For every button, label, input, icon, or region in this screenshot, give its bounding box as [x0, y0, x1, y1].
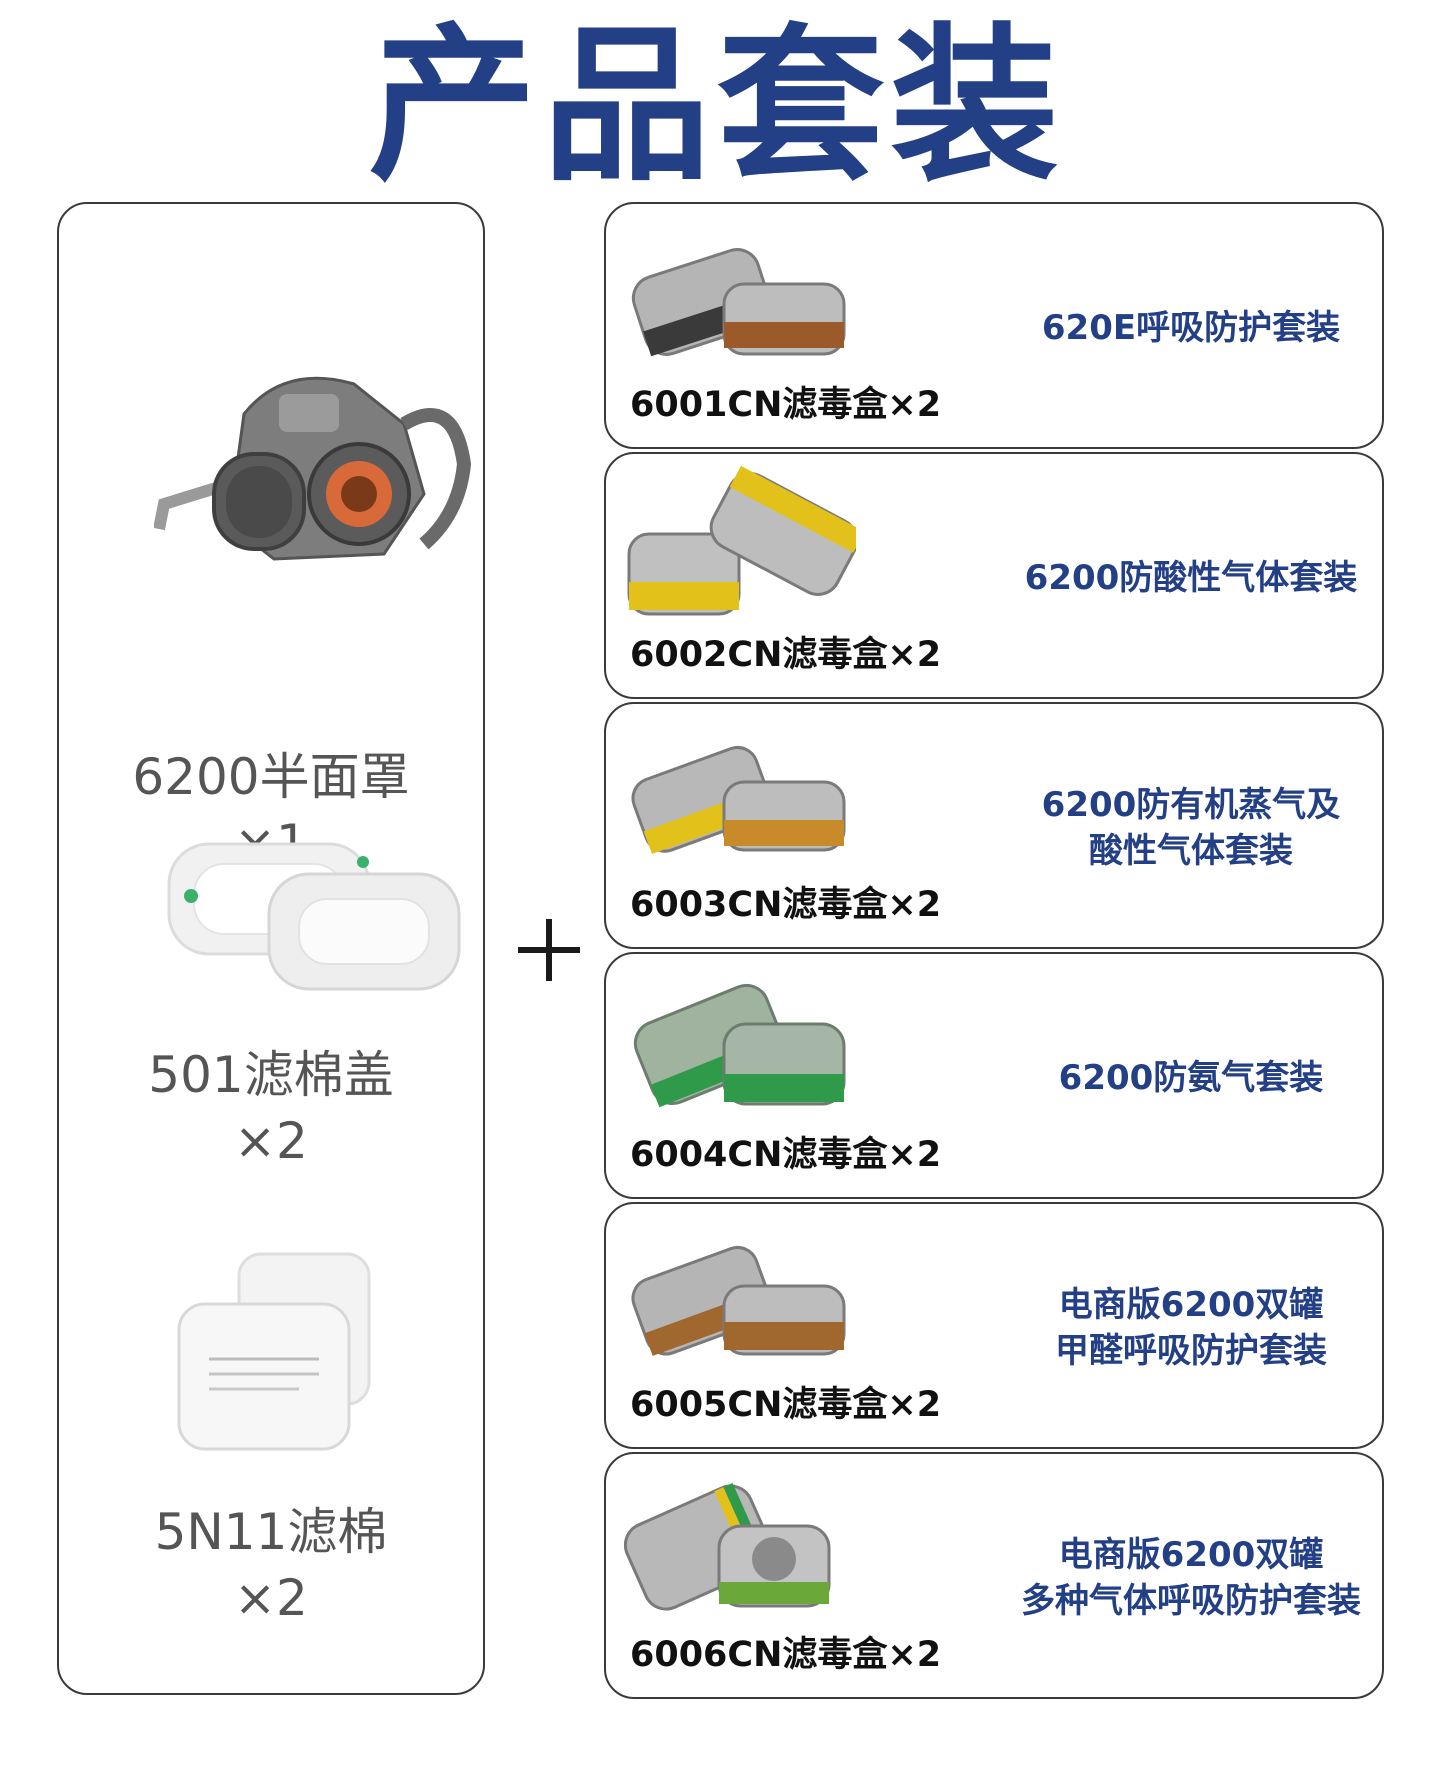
- cartridge-band: [724, 1322, 844, 1350]
- cartridge-pair-icon: [631, 248, 846, 357]
- cotton-name: 5N11滤棉: [154, 1503, 388, 1561]
- kit-card-6006[interactable]: 6006CN滤毒盒×2 电商版6200双罐 多种气体呼吸防护套装: [604, 1452, 1384, 1699]
- retainer-name: 501滤棉盖: [148, 1046, 394, 1104]
- cartridge-label: 6002CN滤毒盒×2: [630, 635, 942, 675]
- retainer-item: 501滤棉盖 ×2: [59, 804, 483, 1224]
- cotton-item: 5N11滤棉 ×2: [59, 1244, 483, 1684]
- base-kit-panel: 6200半面罩 ×1 501滤棉盖 ×2 5N11滤棉 ×2: [57, 202, 485, 1695]
- retainer-qty: ×2: [234, 1112, 308, 1170]
- kit-card-6004[interactable]: 6004CN滤毒盒×2 6200防氨气套装: [604, 952, 1384, 1199]
- kit-card-6002[interactable]: 6002CN滤毒盒×2 6200防酸性气体套装: [604, 452, 1384, 699]
- kit-title: 620E呼吸防护套装: [1041, 307, 1341, 348]
- filter-retainer-icon: [167, 842, 461, 991]
- cotton-qty: ×2: [234, 1569, 308, 1627]
- cartridge-band: [719, 1582, 829, 1604]
- cartridge-band: [724, 322, 844, 348]
- cartridge-pair-icon: [631, 746, 846, 854]
- mask-item: 6200半面罩 ×1: [59, 354, 483, 874]
- filter-cotton-icon: [177, 1252, 371, 1451]
- cartridge-label: 6005CN滤毒盒×2: [630, 1385, 942, 1425]
- cartridge-band: [729, 465, 856, 553]
- kit-card-6005[interactable]: 6005CN滤毒盒×2 电商版6200双罐 甲醛呼吸防护套装: [604, 1202, 1384, 1449]
- cartridge-pair-icon: [631, 1246, 846, 1356]
- kit-title: 6200防酸性气体套装: [1024, 557, 1358, 598]
- kit-card-6001[interactable]: 6001CN滤毒盒×2 620E呼吸防护套装: [604, 202, 1384, 449]
- cartridge-pair-icon: [627, 465, 856, 616]
- cartridge-label: 6004CN滤毒盒×2: [630, 1135, 942, 1175]
- kit-title: 6200防氨气套装: [1058, 1057, 1324, 1098]
- cartridge-label: 6003CN滤毒盒×2: [630, 885, 942, 925]
- cartridge-band: [724, 820, 844, 846]
- cartridge-label: 6001CN滤毒盒×2: [630, 385, 942, 425]
- page-title: 产品套装: [368, 8, 1065, 204]
- kit-title: 电商版6200双罐 甲醛呼吸防护套装: [1055, 1284, 1327, 1371]
- kit-title: 电商版6200双罐 多种气体呼吸防护套装: [1021, 1534, 1361, 1621]
- cartridge-band: [724, 1074, 844, 1102]
- half-mask-icon: [154, 376, 472, 561]
- cartridge-pair-icon: [633, 983, 846, 1108]
- cartridge-label: 6006CN滤毒盒×2: [630, 1635, 942, 1675]
- mask-name: 6200半面罩: [132, 748, 410, 806]
- kit-title: 6200防有机蒸气及 酸性气体套装: [1041, 784, 1341, 871]
- plus-icon: [518, 919, 580, 981]
- cartridge-pair-icon: [624, 1483, 831, 1611]
- kit-card-6003[interactable]: 6003CN滤毒盒×2 6200防有机蒸气及 酸性气体套装: [604, 702, 1384, 949]
